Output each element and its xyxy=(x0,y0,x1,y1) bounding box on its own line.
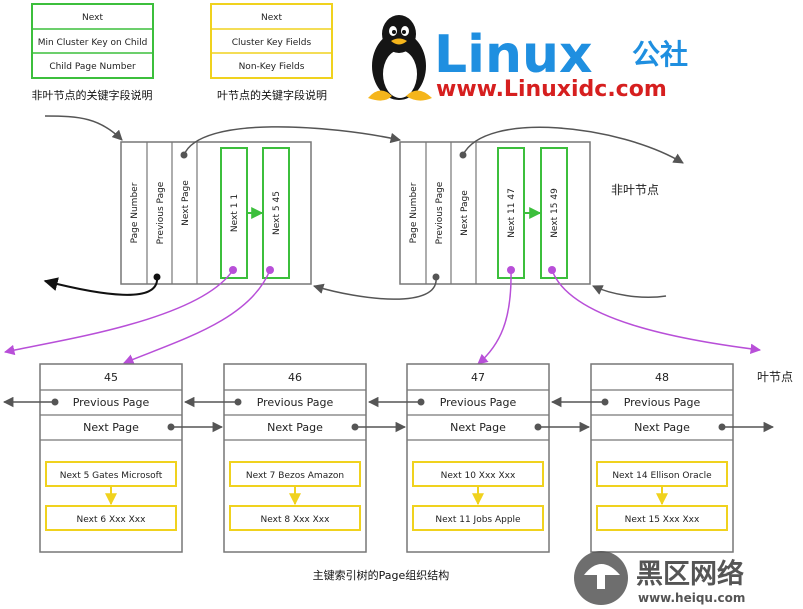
leaf-page-47: 47 Previous Page Next Page Next 10 Xxx X… xyxy=(406,363,550,553)
penguin-icon xyxy=(368,15,432,101)
leaf-page-45: 45 Previous Page Next Page Next 5 Gates … xyxy=(39,363,183,553)
leaf-page-number: 47 xyxy=(471,371,485,384)
field-previous-page: Previous Page xyxy=(156,181,166,244)
leaf-label: 叶节点 xyxy=(757,370,793,384)
leaf-next-page: Next Page xyxy=(634,421,690,434)
nonleaf-record: Next 15 49 xyxy=(550,188,560,238)
field-next-page: Next Page xyxy=(181,180,191,226)
watermark-name: 黑区网络 xyxy=(636,558,744,590)
leaf-next-page: Next Page xyxy=(267,421,323,434)
legend-leaf-row: Next xyxy=(261,13,282,23)
legend-leaf-row: Cluster Key Fields xyxy=(232,38,312,48)
legend-leaf-caption: 叶节点的关键字段说明 xyxy=(217,88,327,102)
leaf-page-number: 46 xyxy=(288,371,302,384)
leaf-sibling-links xyxy=(2,396,775,433)
nonleaf-label: 非叶节点 xyxy=(611,183,659,197)
leaf-previous-page: Previous Page xyxy=(73,396,150,409)
heiqu-watermark: 黑区网络 www.heiqu.com xyxy=(574,551,745,605)
leaf-record: Next 11 Jobs Apple xyxy=(435,515,521,525)
leaf-previous-page: Previous Page xyxy=(624,396,701,409)
legend-nonleaf-caption: 非叶节点的关键字段说明 xyxy=(32,88,153,102)
child-pointers xyxy=(3,266,762,365)
nonleaf-record: Next 1 1 xyxy=(230,194,240,232)
leaf-page-46: 46 Previous Page Next Page Next 7 Bezos … xyxy=(223,363,367,553)
leaf-next-page: Next Page xyxy=(450,421,506,434)
leaf-record: Next 6 Xxx Xxx xyxy=(77,515,147,525)
legend-nonleaf-row: Next xyxy=(82,13,103,23)
legend-nonleaf-row: Child Page Number xyxy=(49,62,136,72)
leaf-record: Next 14 Ellison Oracle xyxy=(612,471,712,481)
leaf-page-number: 45 xyxy=(104,371,118,384)
nonleaf-record: Next 11 47 xyxy=(507,188,517,238)
watermark-url: www.heiqu.com xyxy=(638,591,745,605)
field-next-page: Next Page xyxy=(460,190,470,236)
diagram-caption: 主键索引树的Page组织结构 xyxy=(313,568,450,582)
field-page-number: Page Number xyxy=(409,182,419,243)
leaf-record: Next 8 Xxx Xxx xyxy=(261,515,331,525)
field-previous-page: Previous Page xyxy=(435,181,445,244)
logo-suffix: 公社 xyxy=(632,38,688,71)
nonleaf-links xyxy=(43,115,684,300)
leaf-previous-page: Previous Page xyxy=(440,396,517,409)
leaf-page-number: 48 xyxy=(655,371,669,384)
nonleaf-page-1: Page Number Previous Page Next Page Next… xyxy=(120,141,312,285)
legend-nonleaf: Next Min Cluster Key on Child Child Page… xyxy=(31,3,154,102)
logo-url: www.Linuxidc.com xyxy=(436,77,667,102)
nonleaf-page-2: Page Number Previous Page Next Page Next… xyxy=(399,141,591,285)
legend-leaf-row: Non-Key Fields xyxy=(239,62,305,72)
leaf-next-page: Next Page xyxy=(83,421,139,434)
field-page-number: Page Number xyxy=(130,182,140,243)
legend-leaf: Next Cluster Key Fields Non-Key Fields 叶… xyxy=(210,3,333,102)
linux-logo: Linux 公社 www.Linuxidc.com xyxy=(368,15,688,102)
leaf-previous-page: Previous Page xyxy=(257,396,334,409)
leaf-record: Next 7 Bezos Amazon xyxy=(246,471,344,481)
nonleaf-record: Next 5 45 xyxy=(272,191,282,235)
logo-wordmark: Linux xyxy=(434,25,593,85)
leaf-record: Next 10 Xxx Xxx xyxy=(441,471,516,481)
leaf-page-48: 48 Previous Page Next Page Next 14 Ellis… xyxy=(590,363,734,553)
legend-nonleaf-row: Min Cluster Key on Child xyxy=(38,38,148,48)
leaf-record: Next 15 Xxx Xxx xyxy=(625,515,700,525)
leaf-record: Next 5 Gates Microsoft xyxy=(60,471,163,481)
